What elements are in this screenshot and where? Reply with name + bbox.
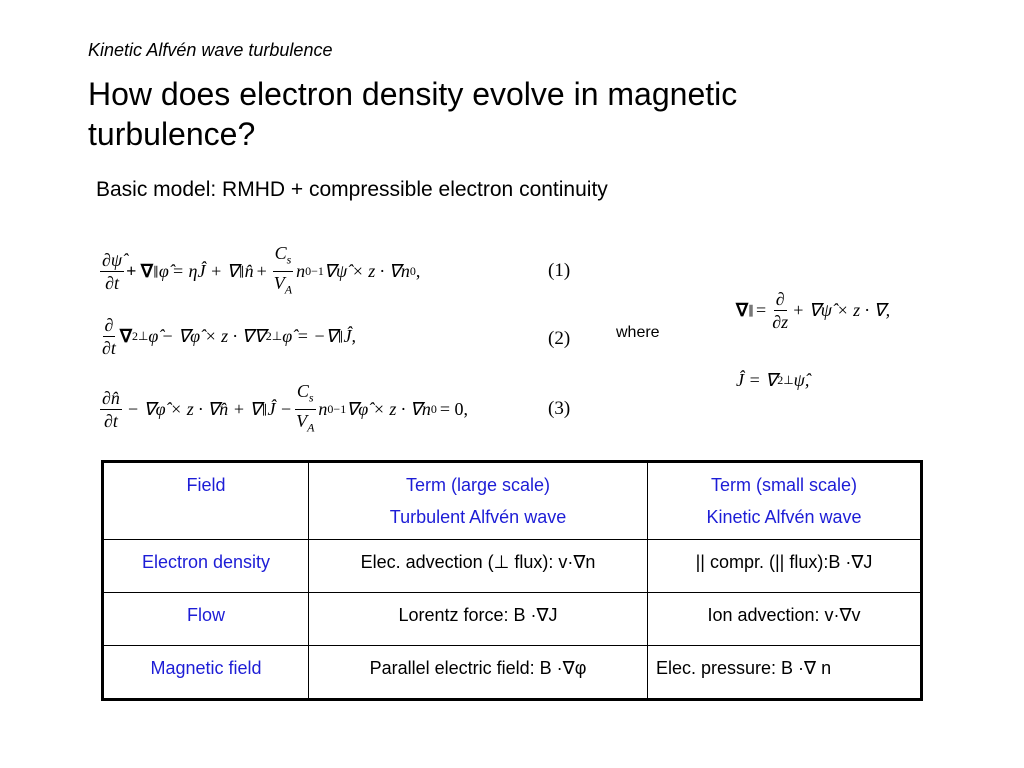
table-row: Electron density Elec. advection (⊥ flux… [102,539,922,593]
model-description: Basic model: RMHD + compressible electro… [96,178,608,201]
large-scale-cell: Lorentz force: B ·∇J [308,592,648,646]
header-small-scale: Term (small scale) Kinetic Alfvén wave [647,461,922,540]
terms-table: Field Term (large scale) Turbulent Alfvé… [101,460,923,701]
eq3-lhs-fraction: ∂n̂ ∂t [100,387,122,431]
field-cell: Flow [102,592,309,646]
equation-2-number: (2) [548,328,571,349]
table-row: Flow Lorentz force: B ·∇J Ion advection:… [102,592,922,646]
field-cell: Electron density [102,539,309,593]
field-cell: Magnetic field [102,645,309,700]
header-large-scale: Term (large scale) Turbulent Alfvén wave [308,461,648,540]
eq3-cs-fraction: Cs VA [294,381,316,435]
equation-2: ∂ ∂t ∇2⊥ φ̂ − ∇φ̂ × z · ∇∇2⊥ φ̂ = −∇∥ Ĵ, [102,315,357,358]
header-field: Field [102,461,309,540]
table-header-row: Field Term (large scale) Turbulent Alfvé… [102,461,922,540]
table-row: Magnetic field Parallel electric field: … [102,645,922,700]
small-scale-cell: Ion advection: v·∇v [647,592,922,646]
large-scale-cell: Parallel electric field: B ·∇φ [308,645,648,700]
def1-fraction: ∂ ∂z [772,289,789,332]
eq2-lhs-fraction: ∂ ∂t [102,315,116,358]
eq1-cs-fraction: Cs VA [272,243,294,297]
eq1-lhs-fraction: ∂ψ̂ ∂t [100,249,125,293]
definition-grad-parallel: ∇∥ = ∂ ∂z + ∇ψ̂ × z · ∇, [736,289,891,332]
slide-subtitle: Kinetic Alfvén wave turbulence [88,40,333,60]
large-scale-cell: Elec. advection (⊥ flux): v·∇n [308,539,648,593]
slide-title: How does electron density evolve in magn… [88,76,738,152]
equation-1-number: (1) [548,260,571,281]
definition-current: Ĵ = ∇2⊥ ψ̂, [736,370,810,390]
equation-3-number: (3) [548,398,571,419]
where-label: where [616,324,660,341]
small-scale-cell: || compr. (|| flux):B ·∇J [647,539,922,593]
small-scale-cell: Elec. pressure: B ·∇ n [647,645,922,700]
